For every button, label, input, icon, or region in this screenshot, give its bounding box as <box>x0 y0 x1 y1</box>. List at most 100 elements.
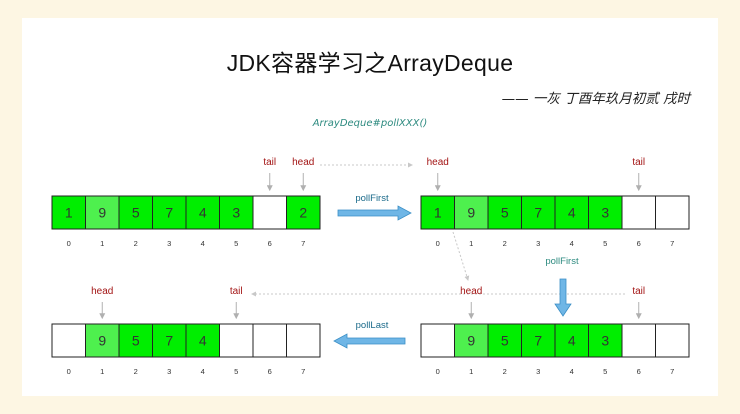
array-cell <box>152 323 187 358</box>
cell-index: 5 <box>234 367 238 376</box>
cell-value: 4 <box>568 333 576 349</box>
cell-value: 7 <box>165 205 173 221</box>
tail-pointer-label: tail <box>632 286 645 297</box>
cell-value: 9 <box>98 333 106 349</box>
cell-value: 4 <box>199 333 207 349</box>
array-cell <box>655 323 690 358</box>
head-pointer-label: head <box>91 286 113 297</box>
array-cell <box>219 323 254 358</box>
cell-index: 4 <box>570 239 574 248</box>
array-cell <box>521 323 556 358</box>
cell-index: 0 <box>67 367 71 376</box>
array-cell <box>185 323 220 358</box>
cell-index: 1 <box>469 367 473 376</box>
cell-index: 6 <box>637 367 641 376</box>
cell-index: 7 <box>670 367 674 376</box>
page-title: JDK容器学习之ArrayDeque <box>226 50 514 76</box>
cell-index: 2 <box>503 239 507 248</box>
poll-first-arrow-right <box>337 205 412 221</box>
cell-index: 4 <box>201 239 205 248</box>
tail-pointer-label: tail <box>230 286 243 297</box>
cell-index: 7 <box>301 239 305 248</box>
cell-index: 3 <box>536 367 540 376</box>
array-cell <box>621 195 656 230</box>
array-cell <box>185 195 220 230</box>
cell-index: 1 <box>100 239 104 248</box>
array-cell <box>85 323 120 358</box>
poll-first-label-top: pollFirst <box>355 193 389 204</box>
array-cell <box>420 323 455 358</box>
author-subtitle: —— 一灰 丁酉年玖月初贰 戌时 <box>501 91 690 107</box>
array-cell <box>521 195 556 230</box>
head-pointer-label: head <box>427 157 449 168</box>
cell-value: 5 <box>132 205 140 221</box>
cell-value: 1 <box>434 205 442 221</box>
array-cell <box>152 195 187 230</box>
poll-last-label: pollLast <box>356 320 389 331</box>
cell-value: 1 <box>65 205 73 221</box>
cell-value: 5 <box>501 333 509 349</box>
cell-index: 2 <box>134 239 138 248</box>
cell-index: 0 <box>436 239 440 248</box>
cell-value: 4 <box>568 205 576 221</box>
cell-value: 3 <box>601 205 609 221</box>
cell-index: 4 <box>570 367 574 376</box>
cell-index: 5 <box>603 239 607 248</box>
poll-first-label-right: pollFirst <box>545 256 579 267</box>
cell-index: 7 <box>670 239 674 248</box>
array-cell <box>487 323 522 358</box>
cell-value: 7 <box>165 333 173 349</box>
cell-value: 3 <box>601 333 609 349</box>
array-cell <box>621 323 656 358</box>
cell-index: 3 <box>167 239 171 248</box>
poll-first-arrow-down <box>554 278 572 317</box>
cell-value: 9 <box>467 205 475 221</box>
dotted-head-transition-right <box>452 231 470 281</box>
cell-value: 3 <box>232 205 240 221</box>
cell-index: 3 <box>536 239 540 248</box>
array-cell <box>286 323 321 358</box>
cell-index: 0 <box>67 239 71 248</box>
method-label: ArrayDeque#pollXXX() <box>312 118 428 129</box>
poll-last-arrow-left <box>333 333 406 349</box>
cell-index: 4 <box>201 367 205 376</box>
array-cell <box>454 195 489 230</box>
cell-index: 6 <box>268 239 272 248</box>
tail-pointer-label: tail <box>263 157 276 168</box>
cell-index: 0 <box>436 367 440 376</box>
cell-index: 6 <box>268 367 272 376</box>
array-cell <box>51 195 86 230</box>
cell-index: 5 <box>603 367 607 376</box>
array-cell <box>85 195 120 230</box>
arrays-layer: 1 0 9 1 5 2 7 3 4 4 3 5 6 2 7 head tail 1 0 9 1 5 2 7 3 4 4 3 5 6 7 hea… <box>51 157 690 376</box>
cell-index: 2 <box>134 367 138 376</box>
array-cell <box>454 323 489 358</box>
tail-pointer-label: tail <box>632 157 645 168</box>
cell-value: 9 <box>467 333 475 349</box>
head-pointer-label: head <box>460 286 482 297</box>
array-cell <box>219 195 254 230</box>
cell-value: 7 <box>534 333 542 349</box>
array-cell <box>118 195 153 230</box>
cell-value: 7 <box>534 205 542 221</box>
cell-value: 4 <box>199 205 207 221</box>
cell-index: 3 <box>167 367 171 376</box>
array-cell <box>286 195 321 230</box>
cell-value: 2 <box>299 205 307 221</box>
array-cell <box>655 195 690 230</box>
array-cell <box>588 195 623 230</box>
cell-value: 5 <box>132 333 140 349</box>
array-cell <box>252 195 287 230</box>
array-cell <box>51 323 86 358</box>
cell-index: 5 <box>234 239 238 248</box>
cell-index: 1 <box>469 239 473 248</box>
array-cell <box>554 323 589 358</box>
cell-index: 7 <box>301 367 305 376</box>
array-cell <box>420 195 455 230</box>
cell-value: 9 <box>98 205 106 221</box>
head-pointer-label: head <box>292 157 314 168</box>
